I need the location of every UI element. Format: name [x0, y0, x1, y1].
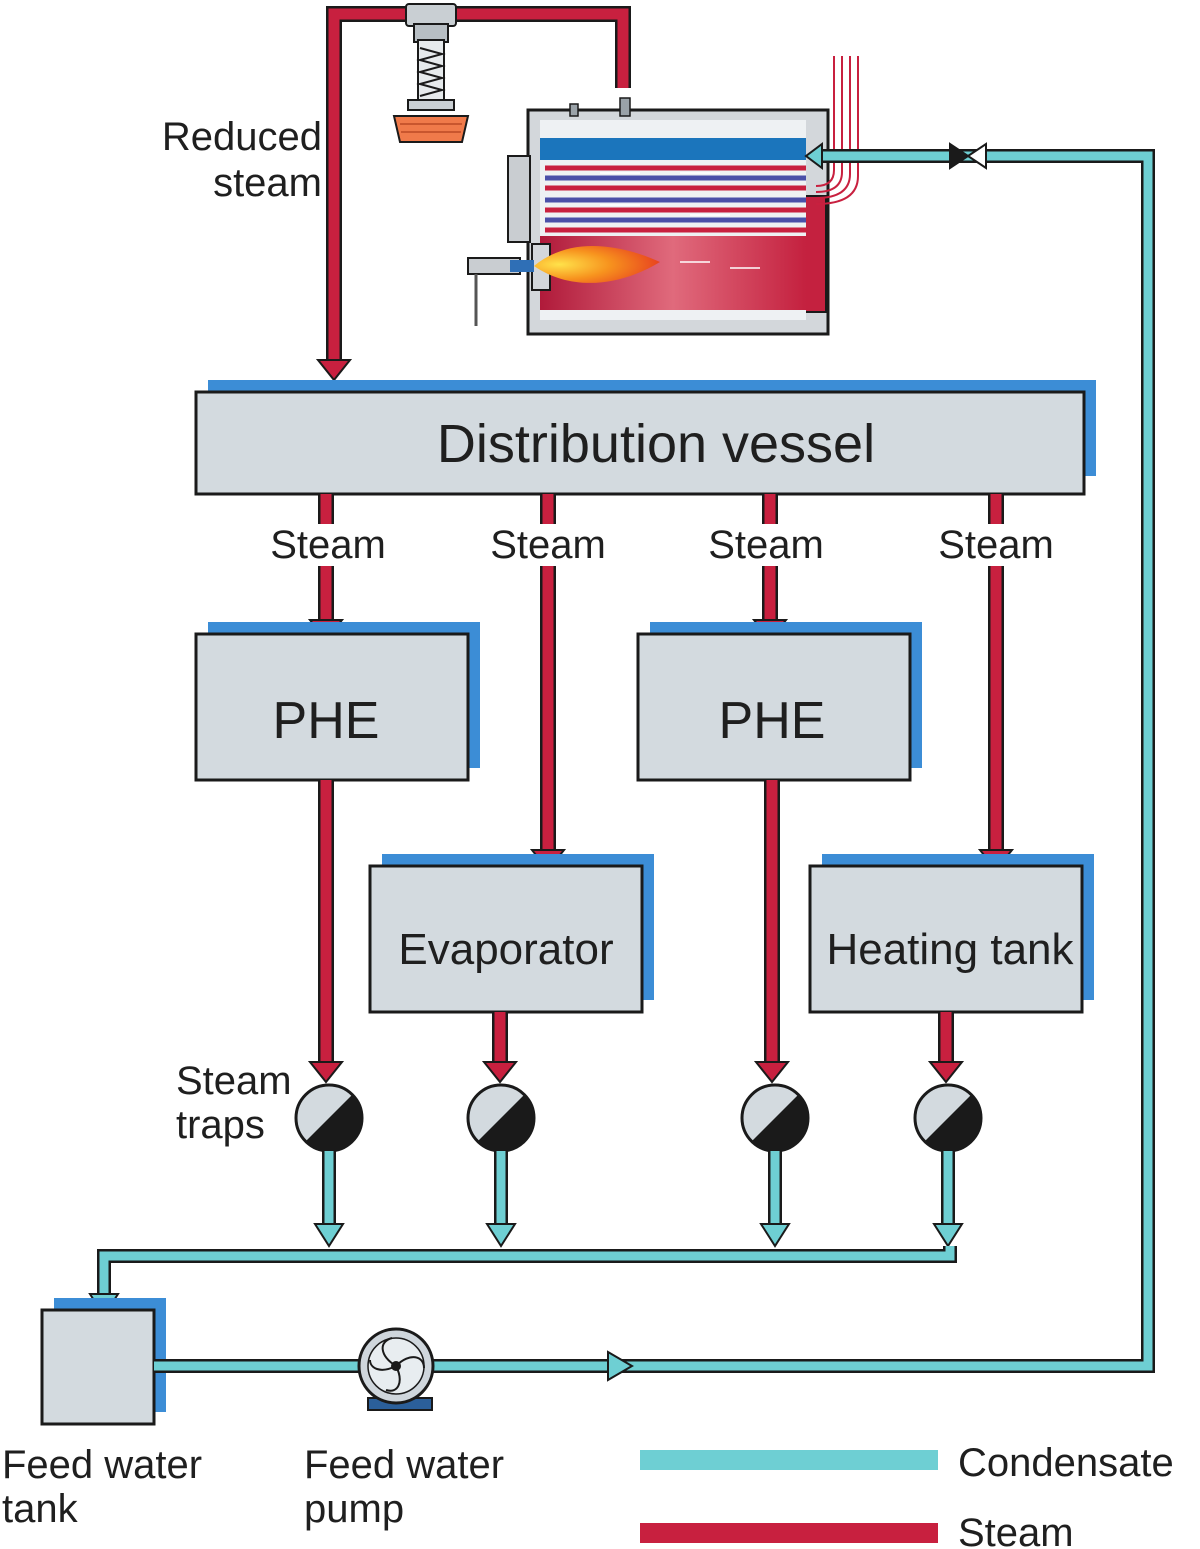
- phe-2-box: [636, 622, 922, 782]
- steam-branch-3: [751, 494, 789, 642]
- legend: Condensate Steam: [640, 1441, 1174, 1549]
- feed-water-pump-label-line2: pump: [304, 1487, 404, 1531]
- feed-water-tank-label-line2: tank: [2, 1487, 79, 1531]
- distribution-vessel: [194, 380, 1096, 496]
- reduced-steam-label-line2: steam: [213, 161, 322, 205]
- legend-swatch-condensate: [640, 1450, 938, 1470]
- phe-1-box: [194, 622, 480, 782]
- feed-water-pump-icon: [357, 1327, 435, 1411]
- condensate-drop-lines: [313, 1151, 964, 1248]
- pressure-reducing-valve-icon: [392, 3, 470, 143]
- heating-tank-box: [808, 854, 1094, 1014]
- heating-tank-label: Heating tank: [826, 925, 1074, 974]
- legend-label-steam: Steam: [958, 1511, 1074, 1549]
- heating-tank-to-trap: [927, 1012, 965, 1084]
- steam-trap-icon: [294, 1083, 364, 1153]
- feed-water-pump-label-line1: Feed water: [304, 1443, 504, 1487]
- phe-1-to-trap: [307, 780, 345, 1084]
- evaporator-to-trap: [481, 1012, 519, 1084]
- steam-label-4: Steam: [938, 523, 1054, 567]
- legend-label-condensate: Condensate: [958, 1441, 1174, 1485]
- phe-2-to-trap: [753, 780, 791, 1084]
- steam-trap-icon: [466, 1083, 536, 1153]
- steam-branch-1: [307, 494, 345, 642]
- steam-label-1: Steam: [270, 523, 386, 567]
- reduced-steam-label-line1: Reduced: [162, 115, 322, 159]
- phe-2-label: PHE: [719, 692, 826, 750]
- steam-traps-label-line1: Steam: [176, 1059, 292, 1103]
- steam-label-2: Steam: [490, 523, 606, 567]
- reduced-steam-line: [315, 6, 631, 382]
- feed-water-tank-label-line1: Feed water: [2, 1443, 202, 1487]
- phe-1-label: PHE: [273, 692, 380, 750]
- steam-label-3: Steam: [708, 523, 824, 567]
- feed-water-tank: [40, 1298, 166, 1426]
- condensate-header-line: [88, 1246, 957, 1318]
- steam-trap-icon: [913, 1083, 983, 1153]
- evaporator-label: Evaporator: [398, 925, 613, 974]
- steam-traps-label-line2: traps: [176, 1103, 265, 1147]
- check-valve-icon: [949, 142, 987, 170]
- steam-trap-icon: [740, 1083, 810, 1153]
- boiler-icon: [467, 56, 859, 336]
- distribution-vessel-label: Distribution vessel: [437, 414, 875, 474]
- legend-swatch-steam: [640, 1523, 938, 1543]
